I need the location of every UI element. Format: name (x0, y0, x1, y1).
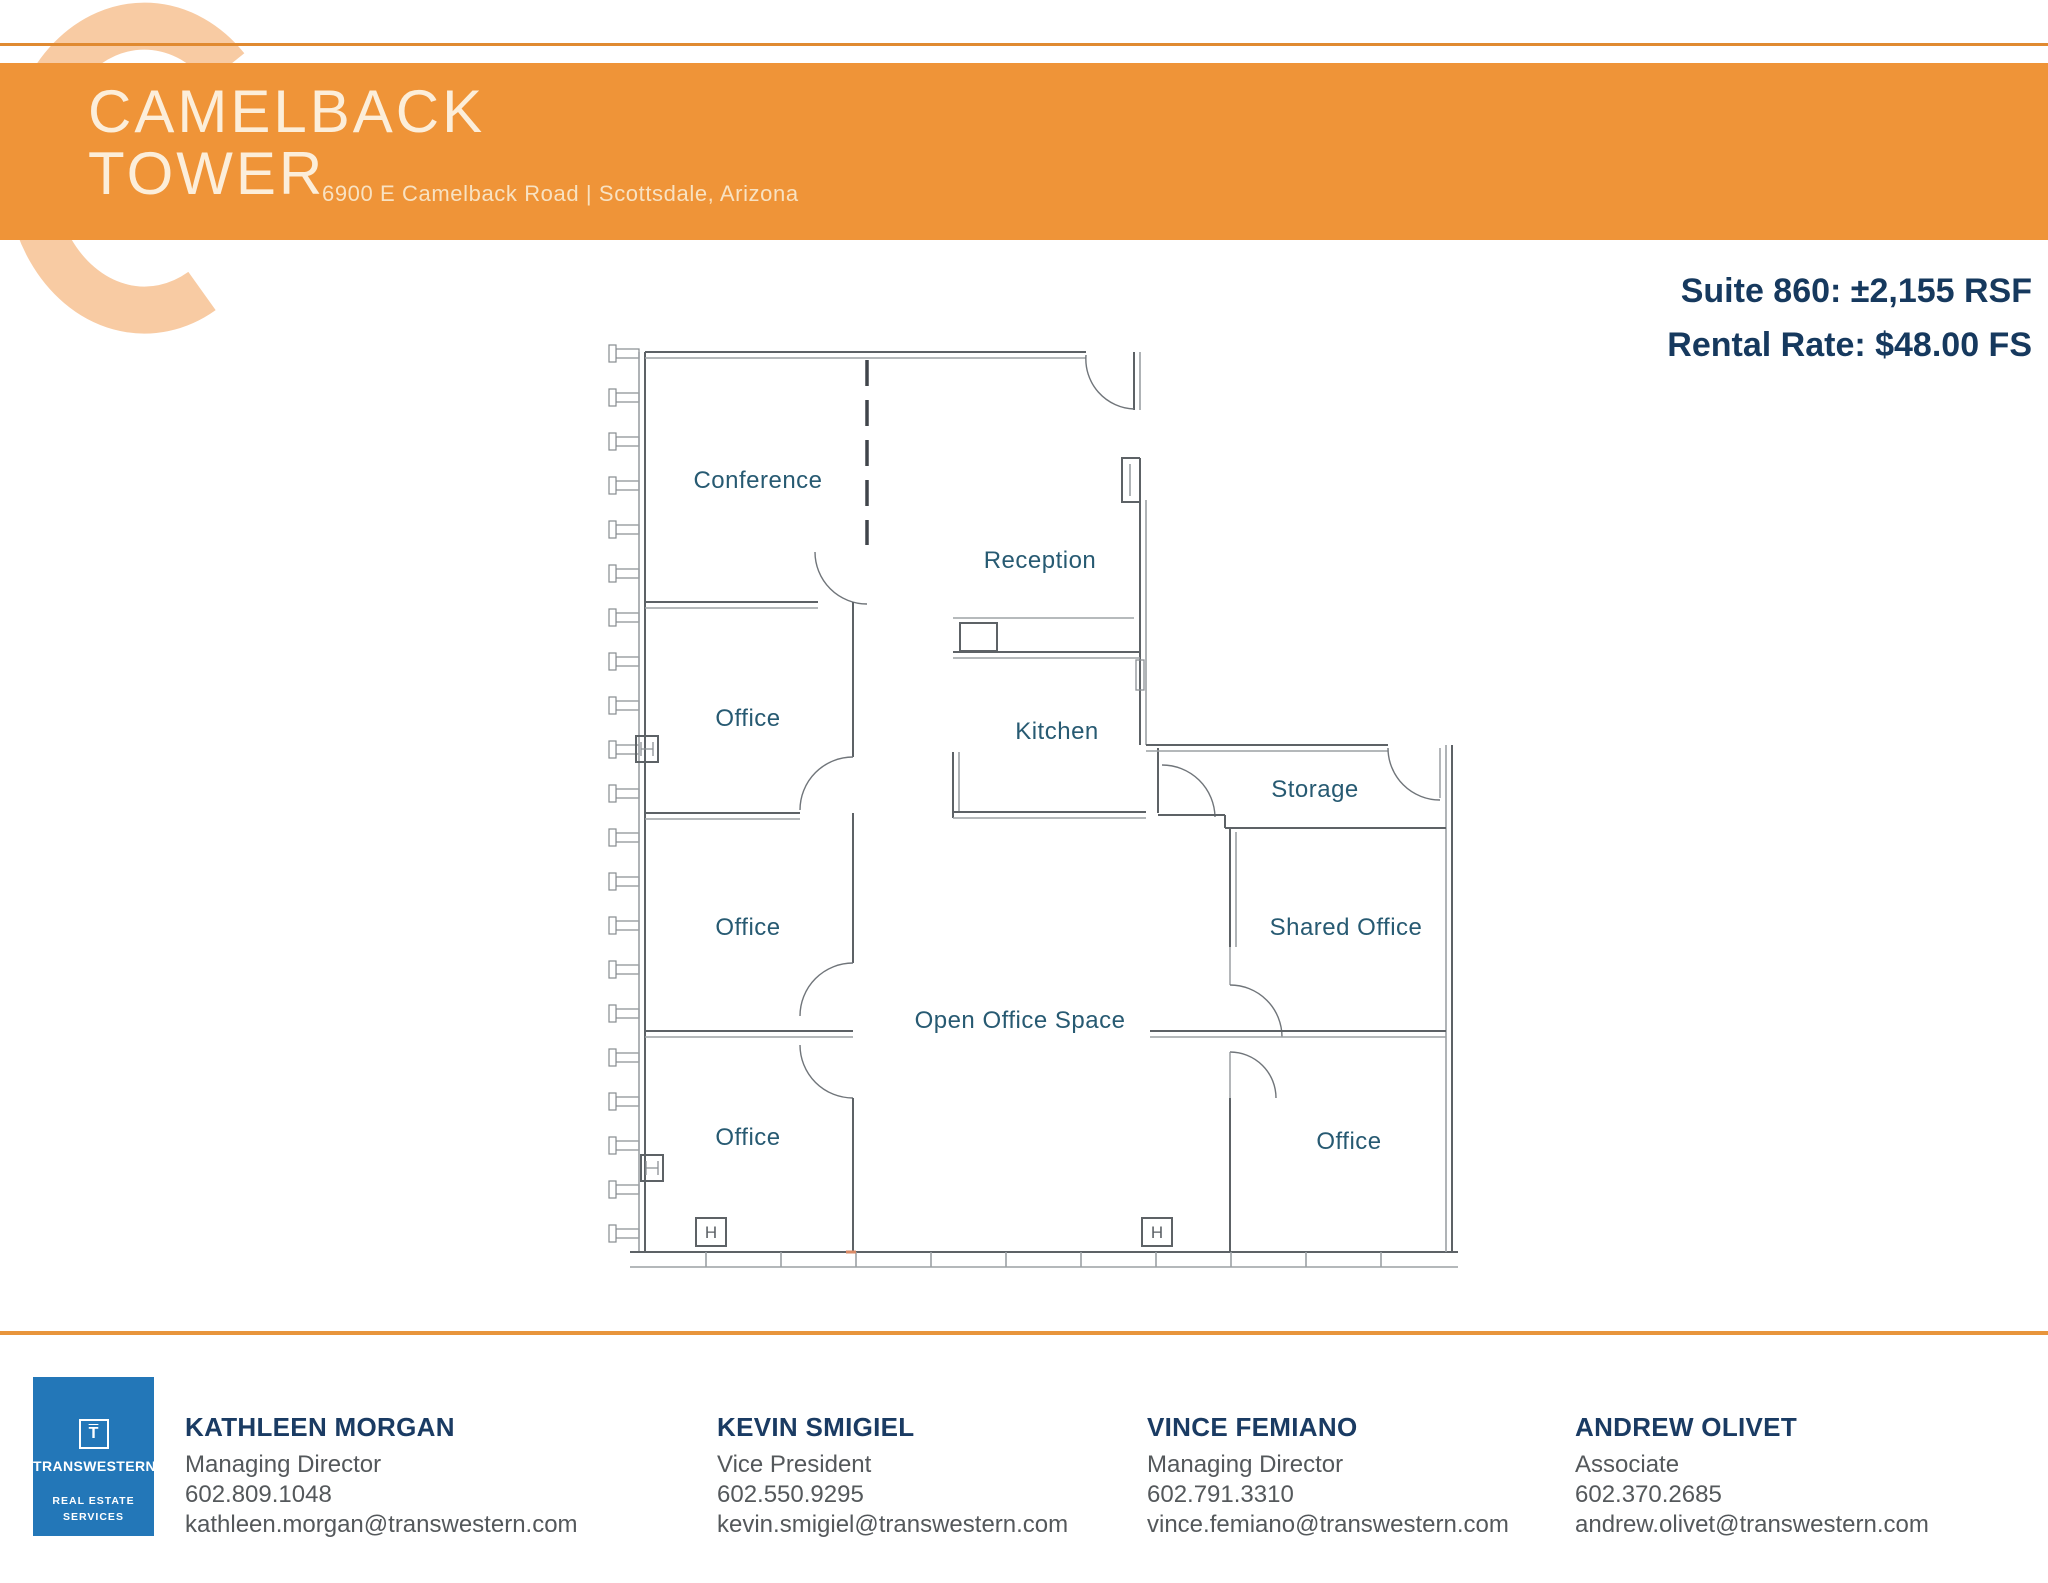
contact-name: VINCE FEMIANO (1147, 1412, 1358, 1442)
logo-subtext-1: REAL ESTATE (52, 1495, 135, 1507)
room-label-kitchen: Kitchen (1015, 718, 1099, 745)
floor-plan: H H Conference Reception Kitchen Storage… (608, 344, 1458, 1268)
contact-title: Associate (1575, 1451, 1680, 1478)
building-title: CAMELBACK TOWER (88, 81, 485, 205)
footer-rule (0, 1331, 2048, 1335)
contact-title: Vice President (717, 1451, 872, 1478)
room-label-conference: Conference (693, 467, 822, 494)
listing-info: Suite 860: ±2,155 RSF Rental Rate: $48.0… (1667, 272, 2032, 365)
contact-email: kathleen.morgan@transwestern.com (185, 1511, 578, 1538)
contact-card: KATHLEEN MORGAN Managing Director 602.80… (185, 1412, 615, 1539)
contact-phone: 602.809.1048 (185, 1481, 332, 1508)
column-marker: H (1151, 1223, 1163, 1242)
building-title-line1: CAMELBACK (88, 78, 486, 145)
room-label-office-3: Office (715, 1124, 780, 1151)
contact-phone: 602.791.3310 (1147, 1481, 1294, 1508)
room-label-office-4: Office (1316, 1128, 1381, 1155)
room-label-office-1: Office (715, 705, 780, 732)
contact-phone: 602.550.9295 (717, 1481, 864, 1508)
contact-title: Managing Director (185, 1451, 382, 1478)
contact-card: KEVIN SMIGIEL Vice President 602.550.929… (717, 1412, 1147, 1539)
suite-size-text: Suite 860: ±2,155 RSF (1680, 272, 2032, 310)
contact-name: ANDREW OLIVET (1575, 1412, 1798, 1442)
logo-subtext-2: SERVICES (63, 1511, 124, 1523)
rental-rate-text: Rental Rate: $48.00 FS (1667, 326, 2032, 364)
transwestern-logo: T TRANSWESTERN REAL ESTATE SERVICES (33, 1377, 157, 1536)
room-label-reception: Reception (984, 547, 1097, 574)
transwestern-t-icon: T (78, 1419, 109, 1449)
contact-email: vince.femiano@transwestern.com (1147, 1511, 1509, 1538)
contact-email: kevin.smigiel@transwestern.com (717, 1511, 1069, 1538)
contact-name: KEVIN SMIGIEL (717, 1412, 915, 1442)
room-label-shared-office: Shared Office (1270, 914, 1423, 941)
top-rule (0, 43, 2048, 46)
column-marker: H (705, 1223, 717, 1242)
contact-email: andrew.olivet@transwestern.com (1575, 1511, 1929, 1538)
contact-card: ANDREW OLIVET Associate 602.370.2685 and… (1575, 1412, 2005, 1539)
logo-brand-text: TRANSWESTERN (33, 1458, 157, 1474)
contact-phone: 602.370.2685 (1575, 1481, 1722, 1508)
building-address: 6900 E Camelback Road | Scottsdale, Ariz… (322, 181, 799, 206)
contact-card: VINCE FEMIANO Managing Director 602.791.… (1147, 1412, 1577, 1539)
room-label-open-office: Open Office Space (915, 1007, 1126, 1034)
building-title-line2: TOWER (88, 140, 326, 207)
contact-title: Managing Director (1147, 1451, 1344, 1478)
room-label-office-2: Office (715, 914, 780, 941)
room-label-storage: Storage (1271, 776, 1359, 803)
header-banner: CAMELBACK TOWER 6900 E Camelback Road | … (0, 63, 2048, 240)
contact-name: KATHLEEN MORGAN (185, 1412, 455, 1442)
